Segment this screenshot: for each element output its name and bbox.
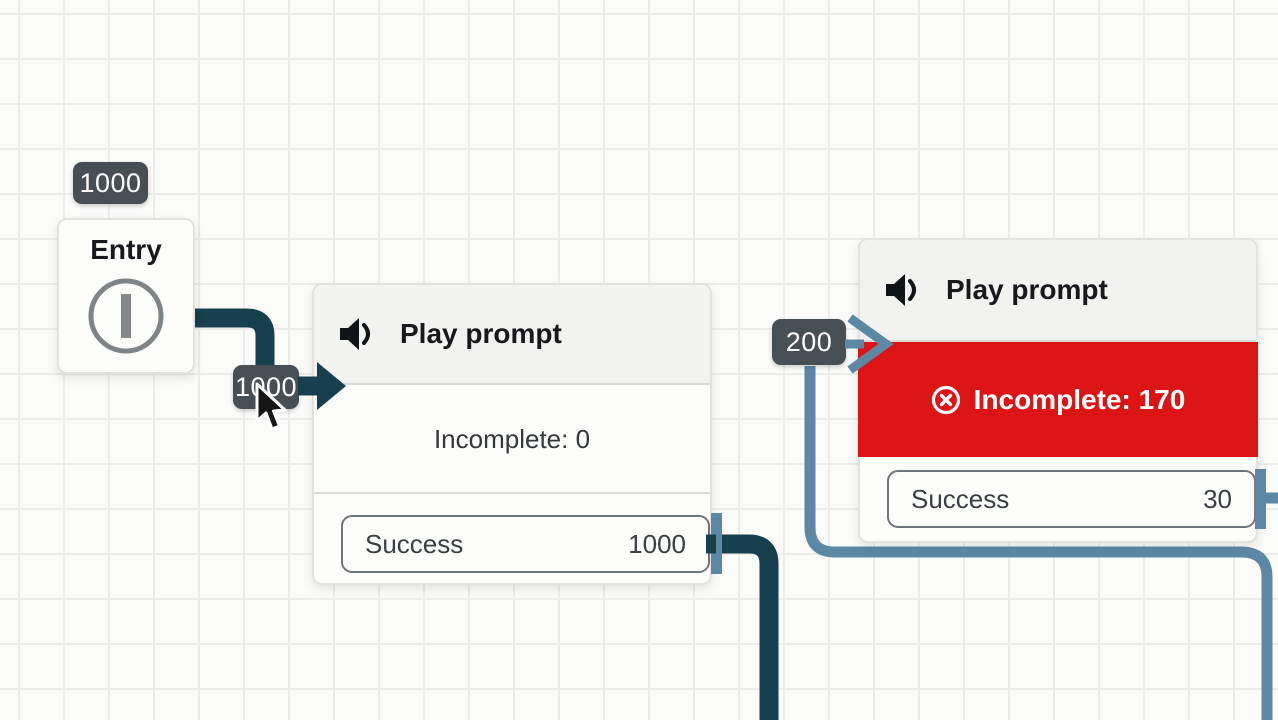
play-prompt-1-success-label: Success <box>365 528 464 559</box>
entry-node[interactable]: Entry <box>57 218 195 374</box>
play-prompt-1-success-value: 1000 <box>628 528 686 559</box>
arrow-pointer-cursor <box>255 382 287 431</box>
circle-x-icon <box>931 385 960 414</box>
play-prompt-1-success-row[interactable]: Success 1000 <box>341 515 710 573</box>
metric-badge-entry-total-label: 1000 <box>79 167 142 198</box>
play-prompt-node-2[interactable]: Play prompt Incomplete: 170 Success 30 <box>858 238 1258 543</box>
entry-node-title: Entry <box>90 234 162 265</box>
speaker-icon <box>340 318 370 350</box>
connector-prompt1-success-down[interactable] <box>706 534 779 720</box>
play-prompt-2-success-row[interactable]: Success 30 <box>887 470 1256 528</box>
entry-terminal-icon <box>88 278 164 354</box>
metric-badge-entry-total: 1000 <box>73 162 148 204</box>
speaker-icon <box>886 274 916 306</box>
prompt1-success-port[interactable] <box>711 513 722 574</box>
play-prompt-2-title: Play prompt <box>946 274 1108 305</box>
play-prompt-2-error-text: Incomplete: 170 <box>973 383 1186 415</box>
play-prompt-2-success-value: 30 <box>1203 483 1232 514</box>
play-prompt-1-divider <box>314 492 710 494</box>
play-prompt-2-header: Play prompt <box>860 240 1256 342</box>
play-prompt-2-error-banner: Incomplete: 170 <box>858 342 1258 457</box>
metric-badge-to-prompt2: 200 <box>772 319 846 365</box>
play-prompt-1-title: Play prompt <box>400 318 562 349</box>
metric-badge-to-prompt2-label: 200 <box>785 326 833 357</box>
play-prompt-2-success-label: Success <box>911 483 1010 514</box>
play-prompt-1-status: Incomplete: 0 <box>433 423 591 454</box>
play-prompt-1-header: Play prompt <box>314 285 710 385</box>
play-prompt-node-1[interactable]: Play prompt Incomplete: 0 Success 1000 <box>312 283 712 585</box>
